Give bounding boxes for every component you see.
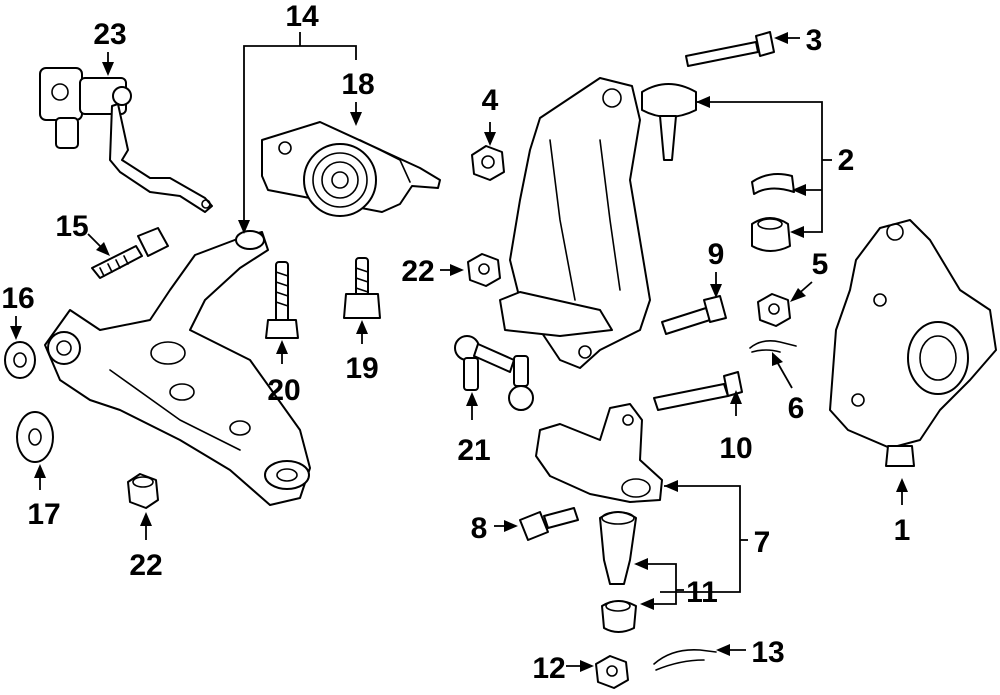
callout-7: 7 [754, 526, 771, 559]
ball-joint-boot-lower-part [601, 600, 637, 633]
callout-5: 5 [812, 248, 829, 281]
callout-15: 15 [55, 210, 88, 243]
lower-control-arm-part [44, 230, 311, 506]
ball-joint-boot-part [751, 217, 791, 252]
callout-22-lower: 22 [129, 549, 162, 582]
lower-arm-bracket-part [535, 403, 663, 503]
callout-19: 19 [345, 352, 378, 385]
callout-13: 13 [751, 636, 784, 669]
ball-joint-stud-part [599, 511, 637, 585]
nut-12-part [595, 655, 629, 689]
nut-22-upper-part [467, 253, 501, 287]
nut-5-part [757, 293, 791, 327]
callout-4: 4 [482, 84, 499, 117]
callout-3: 3 [806, 24, 823, 57]
callout-14: 14 [285, 0, 319, 33]
callout-16: 16 [1, 282, 34, 315]
nut-4-part [471, 145, 505, 181]
callout-18: 18 [341, 68, 374, 101]
steering-knuckle-lower-part [829, 219, 997, 467]
bolt-3-part [685, 31, 775, 67]
callout-8: 8 [471, 512, 488, 545]
callout-20: 20 [267, 374, 300, 407]
bolt-15-part [91, 227, 169, 279]
bolt-9-part [661, 295, 727, 335]
callout-17: 17 [27, 498, 60, 531]
bolt-10-part [653, 371, 743, 411]
callout-12: 12 [532, 652, 565, 685]
washer-16-part [4, 341, 36, 379]
steering-knuckle-upper-part [499, 77, 697, 369]
leader-lines [10, 32, 908, 672]
callout-10: 10 [719, 432, 752, 465]
bushing-part [261, 121, 441, 217]
callout-9: 9 [708, 238, 725, 271]
cotter-pin-6-part [749, 340, 797, 353]
height-sensor-part [39, 67, 213, 213]
stabilizer-link-part [454, 335, 534, 411]
callout-22-upper: 22 [401, 255, 434, 288]
stud-20-part [265, 261, 299, 339]
bolt-8-part [519, 507, 579, 541]
callout-6: 6 [788, 392, 805, 425]
callout-11: 11 [686, 576, 718, 609]
ball-joint-ring-part [751, 173, 795, 195]
cotter-pin-13-part [653, 648, 717, 671]
nut-22-lower-part [127, 473, 159, 509]
callout-labels: 1 2 3 4 5 6 7 8 9 10 11 12 13 14 15 16 1… [1, 0, 910, 685]
callout-21: 21 [457, 434, 490, 467]
callout-23: 23 [93, 18, 126, 51]
callout-1: 1 [894, 514, 911, 547]
stud-19-part [343, 257, 381, 319]
washer-17-part [16, 411, 54, 463]
callout-2: 2 [838, 144, 855, 177]
